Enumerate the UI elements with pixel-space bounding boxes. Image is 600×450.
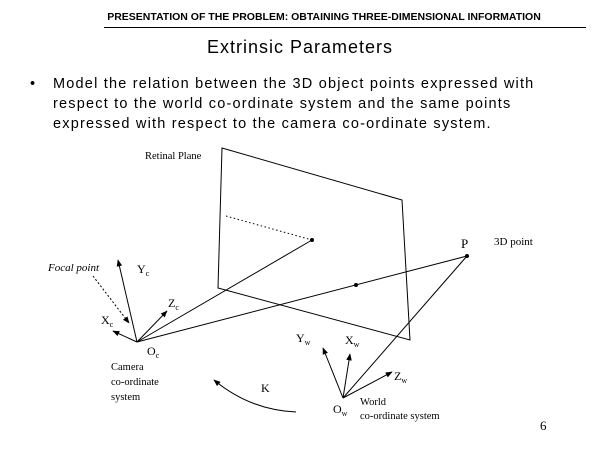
camera-origin-label: Oc bbox=[147, 344, 160, 360]
transformation-arc bbox=[213, 379, 297, 413]
camera-z-label: Zc bbox=[168, 296, 179, 312]
bullet-text: Model the relation between the 3D object… bbox=[53, 76, 535, 132]
camera-system-caption: Camera co-ordinate system bbox=[111, 362, 161, 403]
world-origin-label: Ow bbox=[333, 402, 348, 418]
camera-x-axis bbox=[112, 330, 138, 343]
camera-y-label: Yc bbox=[137, 262, 150, 278]
point-p-label: P bbox=[461, 236, 468, 251]
world-x-label: Xw bbox=[345, 333, 360, 349]
page-number: 6 bbox=[540, 418, 547, 433]
bullet-point: • Model the relation between the 3D obje… bbox=[30, 74, 570, 134]
ray-world-to-p bbox=[342, 255, 468, 399]
header-divider bbox=[104, 27, 586, 28]
world-y-axis bbox=[322, 347, 344, 399]
world-z-axis bbox=[342, 371, 393, 399]
ray-to-image-point bbox=[136, 239, 313, 343]
focal-point-pointer bbox=[92, 275, 130, 324]
transformation-k-label: K bbox=[261, 381, 270, 395]
world-y-label: Yw bbox=[296, 331, 311, 347]
retinal-plane-label: Retinal Plane bbox=[145, 151, 202, 162]
bullet-icon: • bbox=[30, 76, 37, 92]
point-3d-label: 3D point bbox=[494, 236, 533, 248]
ray-to-p bbox=[136, 255, 468, 343]
world-x-axis bbox=[342, 353, 352, 399]
camera-x-label: Xc bbox=[101, 313, 114, 329]
slide-title: Extrinsic Parameters bbox=[206, 37, 394, 57]
camera-z-axis bbox=[136, 310, 168, 343]
world-z-label: Zw bbox=[394, 369, 407, 385]
world-system-caption: World co-ordinate system bbox=[360, 397, 440, 422]
section-header: PRESENTATION OF THE PROBLEM: OBTAINING T… bbox=[107, 11, 541, 23]
focal-point-label: Focal point bbox=[47, 262, 100, 274]
camera-y-axis bbox=[116, 259, 138, 343]
projection-dotted-line bbox=[225, 215, 313, 241]
retinal-plane bbox=[217, 147, 411, 341]
